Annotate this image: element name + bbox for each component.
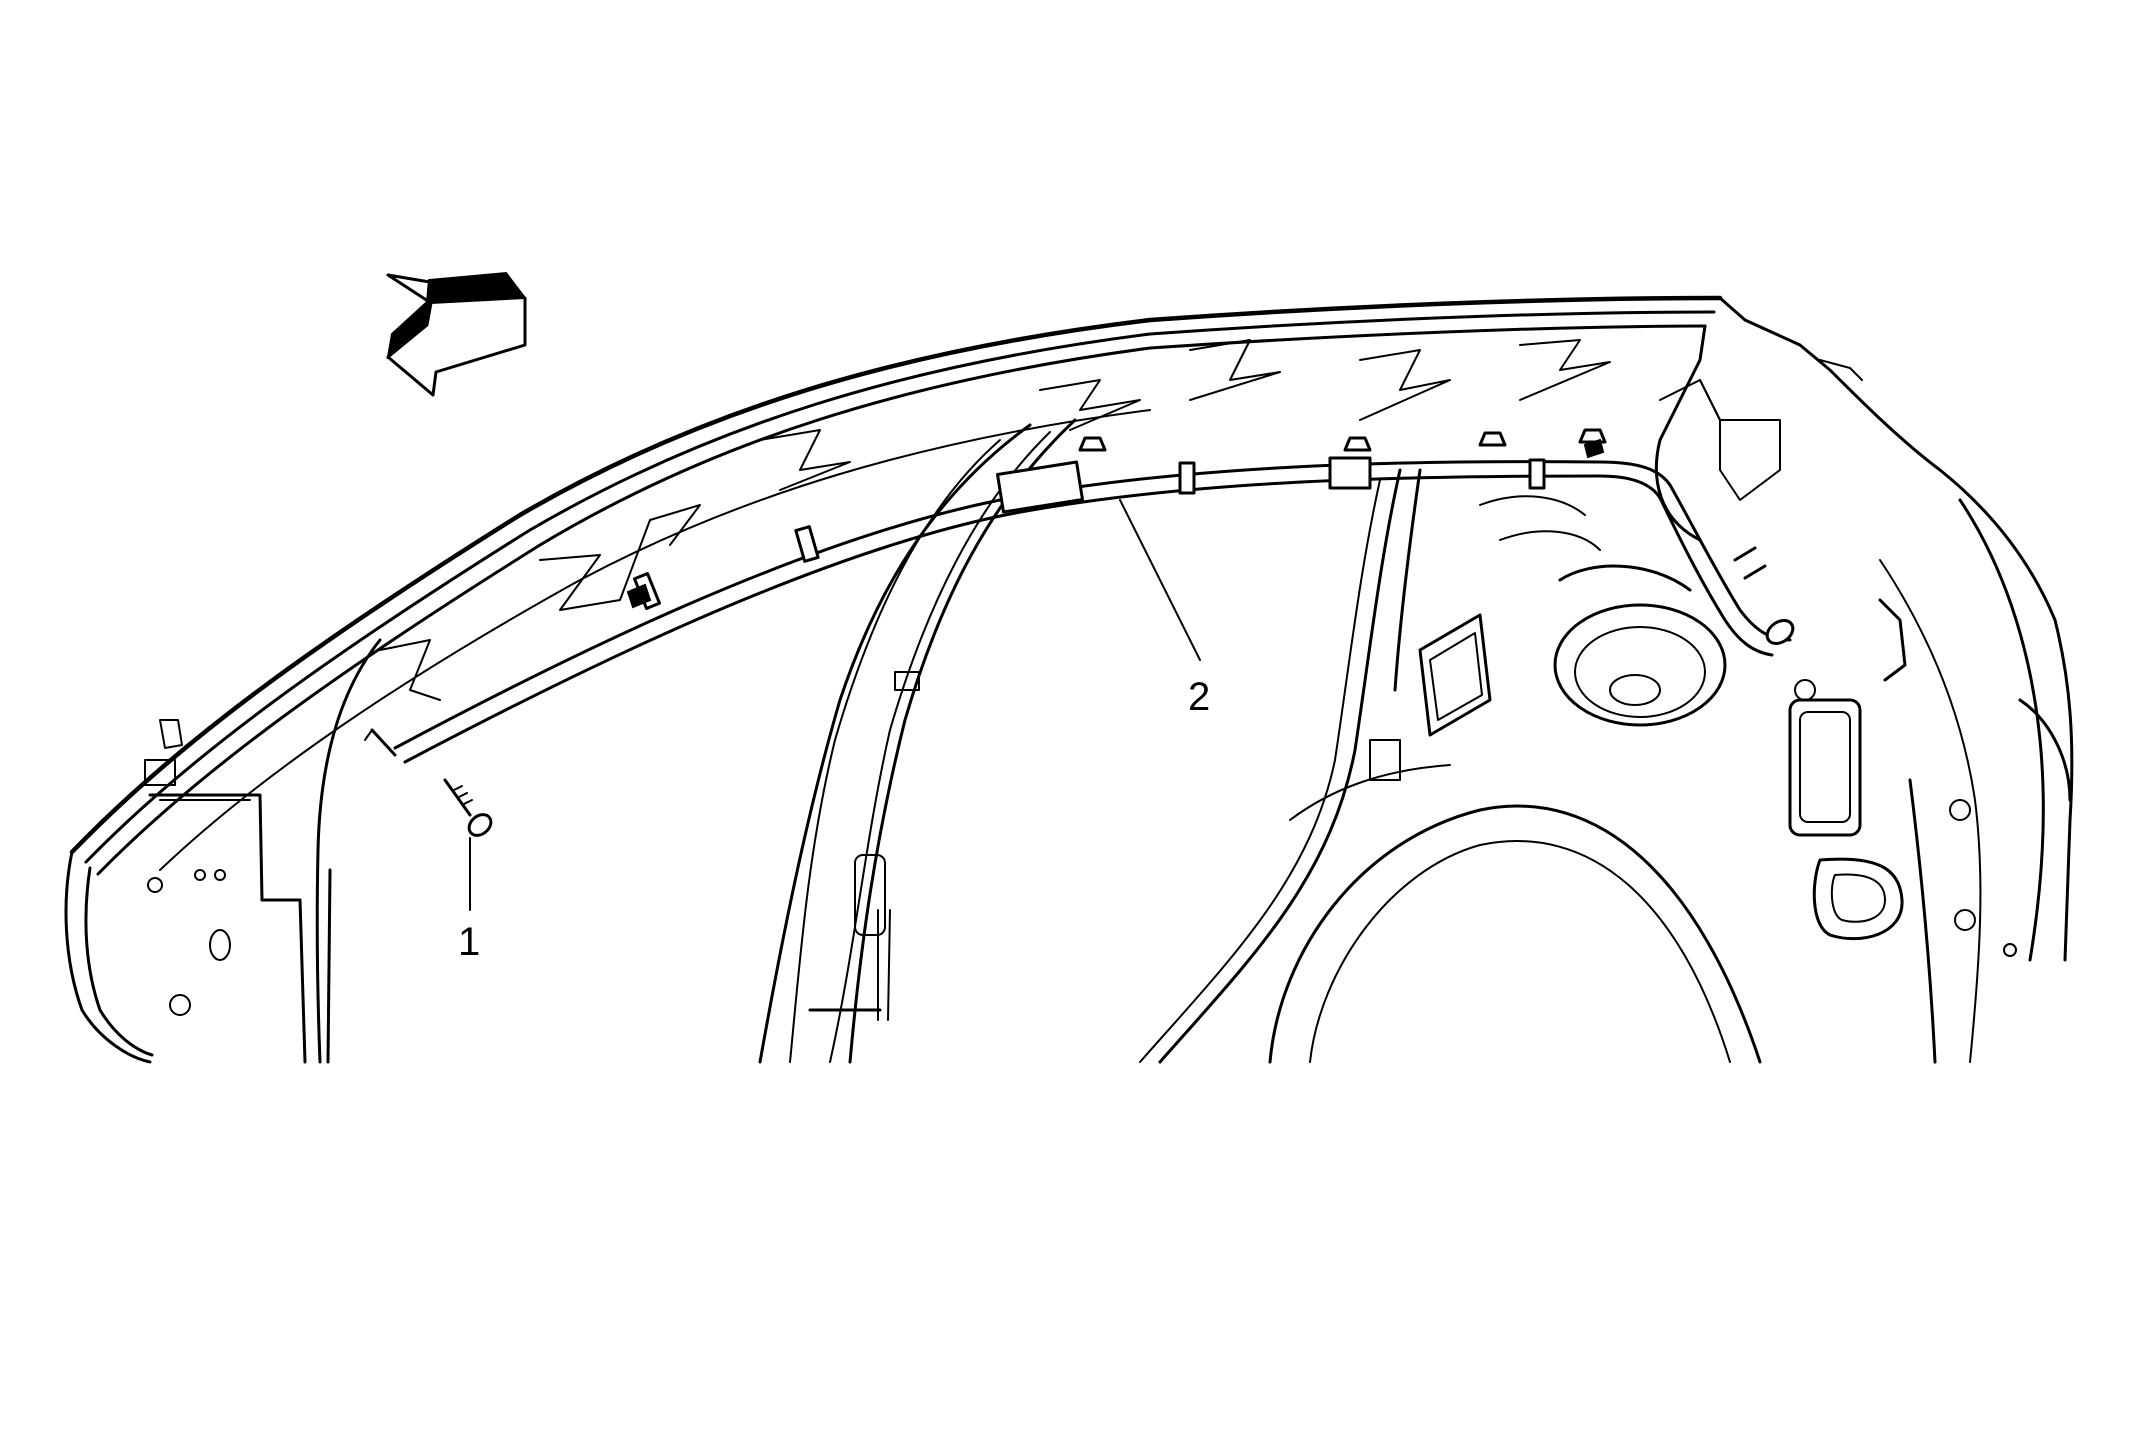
callout-2-label: 2 (1188, 675, 1210, 719)
mounting-brackets (379, 339, 1781, 701)
roof-rail-airbag (393, 428, 1795, 764)
callout-1-label: 1 (458, 920, 480, 964)
callout-2-leader (1119, 499, 1201, 661)
bolt-icon (364, 728, 493, 837)
arrow-front-icon (386, 271, 527, 397)
vehicle-body-structure (64, 295, 2074, 1064)
